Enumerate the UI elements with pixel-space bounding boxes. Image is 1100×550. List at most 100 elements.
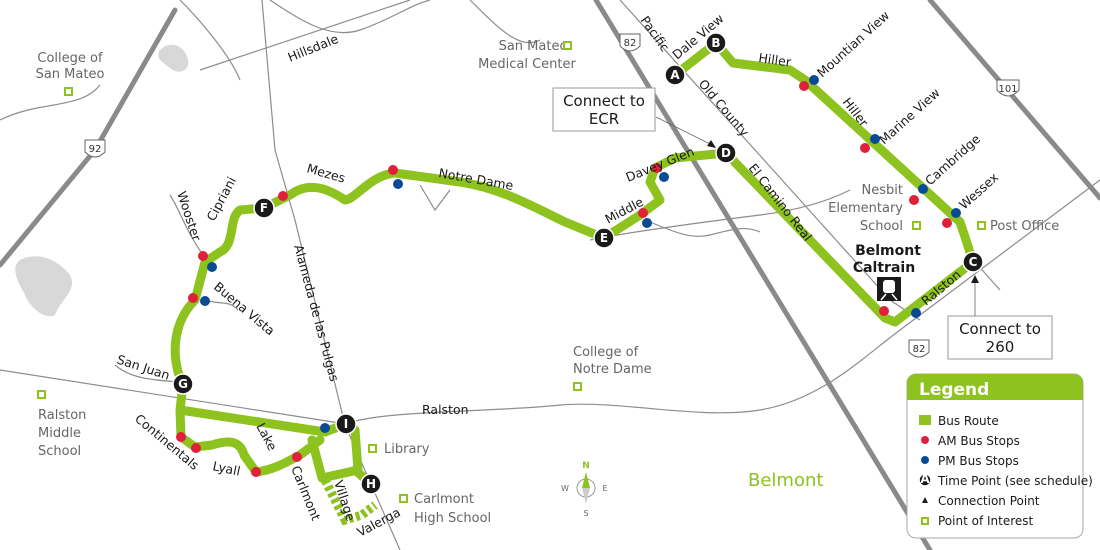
time-point-f[interactable]: F: [253, 197, 275, 219]
pm-stop[interactable]: [951, 208, 961, 218]
pm-stop[interactable]: [918, 184, 928, 194]
time-point-swatch: A: [918, 472, 932, 487]
time-point-e[interactable]: E: [593, 227, 615, 249]
highway-101: [927, 0, 1100, 201]
svg-text:H: H: [366, 477, 376, 491]
svg-text:Connect to: Connect to: [563, 92, 645, 110]
am-stop[interactable]: [176, 432, 186, 442]
svg-text:ECR: ECR: [589, 110, 619, 128]
svg-text:Old County: Old County: [696, 76, 753, 140]
svg-text:92: 92: [89, 144, 102, 155]
svg-text:PM Bus Stops: PM Bus Stops: [938, 454, 1019, 468]
svg-text:Connection Point: Connection Point: [938, 494, 1040, 508]
svg-text:C: C: [969, 255, 978, 269]
am-stop-swatch: [921, 436, 929, 444]
am-stop[interactable]: [942, 218, 952, 228]
time-point-d[interactable]: D: [715, 142, 737, 164]
time-point-i[interactable]: I: [335, 413, 357, 435]
train-icon: [877, 277, 901, 301]
poi-college-san-mateo[interactable]: College of San Mateo: [36, 51, 105, 96]
poi-college-notre-dame[interactable]: College of Notre Dame: [573, 345, 652, 391]
time-point-c[interactable]: C: [962, 251, 984, 273]
points-of-interest: College of San Mateo San Mateo Medical C…: [36, 39, 1060, 526]
svg-text:A: A: [920, 472, 930, 486]
time-point-a[interactable]: A: [664, 64, 686, 86]
am-stop[interactable]: [251, 467, 261, 477]
am-stop[interactable]: [198, 251, 208, 261]
pm-stop[interactable]: [659, 172, 669, 182]
svg-text:Ralston: Ralston: [38, 408, 86, 423]
svg-text:Caltrain: Caltrain: [853, 260, 915, 276]
time-point-h[interactable]: H: [360, 473, 382, 495]
legend: Legend Bus Route AM Bus Stops PM Bus Sto…: [906, 373, 1093, 539]
svg-text:E: E: [602, 484, 607, 493]
svg-text:Point of Interest: Point of Interest: [938, 514, 1034, 528]
am-stop[interactable]: [388, 165, 398, 175]
pm-stop[interactable]: [809, 75, 819, 85]
connection-point-icon: [707, 140, 716, 148]
svg-text:Cambridge: Cambridge: [922, 131, 983, 188]
am-stop[interactable]: [879, 306, 889, 316]
poi-post-office[interactable]: Post Office: [977, 219, 1059, 234]
svg-text:S: S: [583, 509, 588, 518]
svg-text:Nesbit: Nesbit: [862, 183, 903, 198]
pm-stop[interactable]: [911, 308, 921, 318]
svg-text:Middle: Middle: [38, 426, 81, 441]
pm-stop[interactable]: [200, 296, 210, 306]
connect-260-callout[interactable]: Connect to 260: [947, 275, 1053, 360]
svg-text:Post Office: Post Office: [990, 219, 1059, 234]
time-point-b[interactable]: B: [705, 32, 727, 54]
highway-shield-82: 82: [619, 33, 641, 52]
pm-stop[interactable]: [207, 262, 217, 272]
pm-stop[interactable]: [870, 134, 880, 144]
highway-shield-101: 101: [996, 79, 1020, 97]
pm-stop[interactable]: [393, 179, 403, 189]
poi-icon: [921, 517, 929, 525]
pm-stop[interactable]: [642, 218, 652, 228]
svg-text:AM Bus Stops: AM Bus Stops: [938, 434, 1020, 448]
connection-point-icon: [971, 275, 979, 283]
svg-text:School: School: [38, 444, 81, 459]
am-stop[interactable]: [191, 443, 201, 453]
connect-ecr-callout[interactable]: Connect to ECR: [552, 87, 716, 148]
terrain-lines: [0, 0, 851, 241]
am-stop[interactable]: [860, 143, 870, 153]
svg-text:260: 260: [986, 338, 1015, 356]
poi-ralston-middle-school[interactable]: Ralston Middle School: [37, 390, 86, 459]
poi-belmont-caltrain[interactable]: Belmont Caltrain: [853, 243, 921, 301]
pm-stop-swatch: [921, 456, 929, 464]
pm-stop[interactable]: [320, 423, 330, 433]
highway-92: [0, 7, 178, 268]
svg-text:Bus Route: Bus Route: [938, 414, 999, 428]
am-stop[interactable]: [909, 195, 919, 205]
am-stop[interactable]: [799, 81, 809, 91]
svg-text:College of: College of: [37, 51, 103, 66]
bus-route-dashed: [320, 477, 378, 526]
svg-text:Lyall: Lyall: [211, 458, 241, 478]
time-point-g[interactable]: G: [172, 373, 194, 395]
svg-text:Marine View: Marine View: [876, 85, 943, 147]
poi-carlmont-high-school[interactable]: Carlmont High School: [399, 492, 491, 526]
svg-text:G: G: [178, 377, 188, 391]
highway-shield-92: 92: [84, 139, 106, 158]
svg-text:El Camino Real: El Camino Real: [746, 161, 816, 244]
svg-text:Mountian View: Mountian View: [814, 8, 892, 81]
svg-text:Library: Library: [384, 442, 430, 457]
svg-text:Hillsdale: Hillsdale: [286, 31, 341, 65]
poi-library[interactable]: Library: [368, 442, 430, 457]
svg-text:San Mateo: San Mateo: [36, 67, 105, 82]
svg-text:101: 101: [998, 84, 1017, 95]
am-stop[interactable]: [638, 208, 648, 218]
svg-text:College of: College of: [573, 345, 639, 360]
pm-bus-stops: [200, 75, 961, 433]
am-stop[interactable]: [278, 191, 288, 201]
am-stop[interactable]: [652, 163, 662, 173]
svg-text:Hiller: Hiller: [758, 50, 793, 70]
am-stop[interactable]: [188, 293, 198, 303]
am-stop[interactable]: [292, 452, 302, 462]
poi-medical-center[interactable]: San Mateo Medical Center: [478, 39, 576, 72]
svg-text:E: E: [600, 231, 608, 245]
poi-nesbit-school[interactable]: Nesbit Elementary School: [828, 183, 921, 234]
bus-route: [170, 38, 978, 489]
bus-route-swatch: [919, 415, 931, 425]
